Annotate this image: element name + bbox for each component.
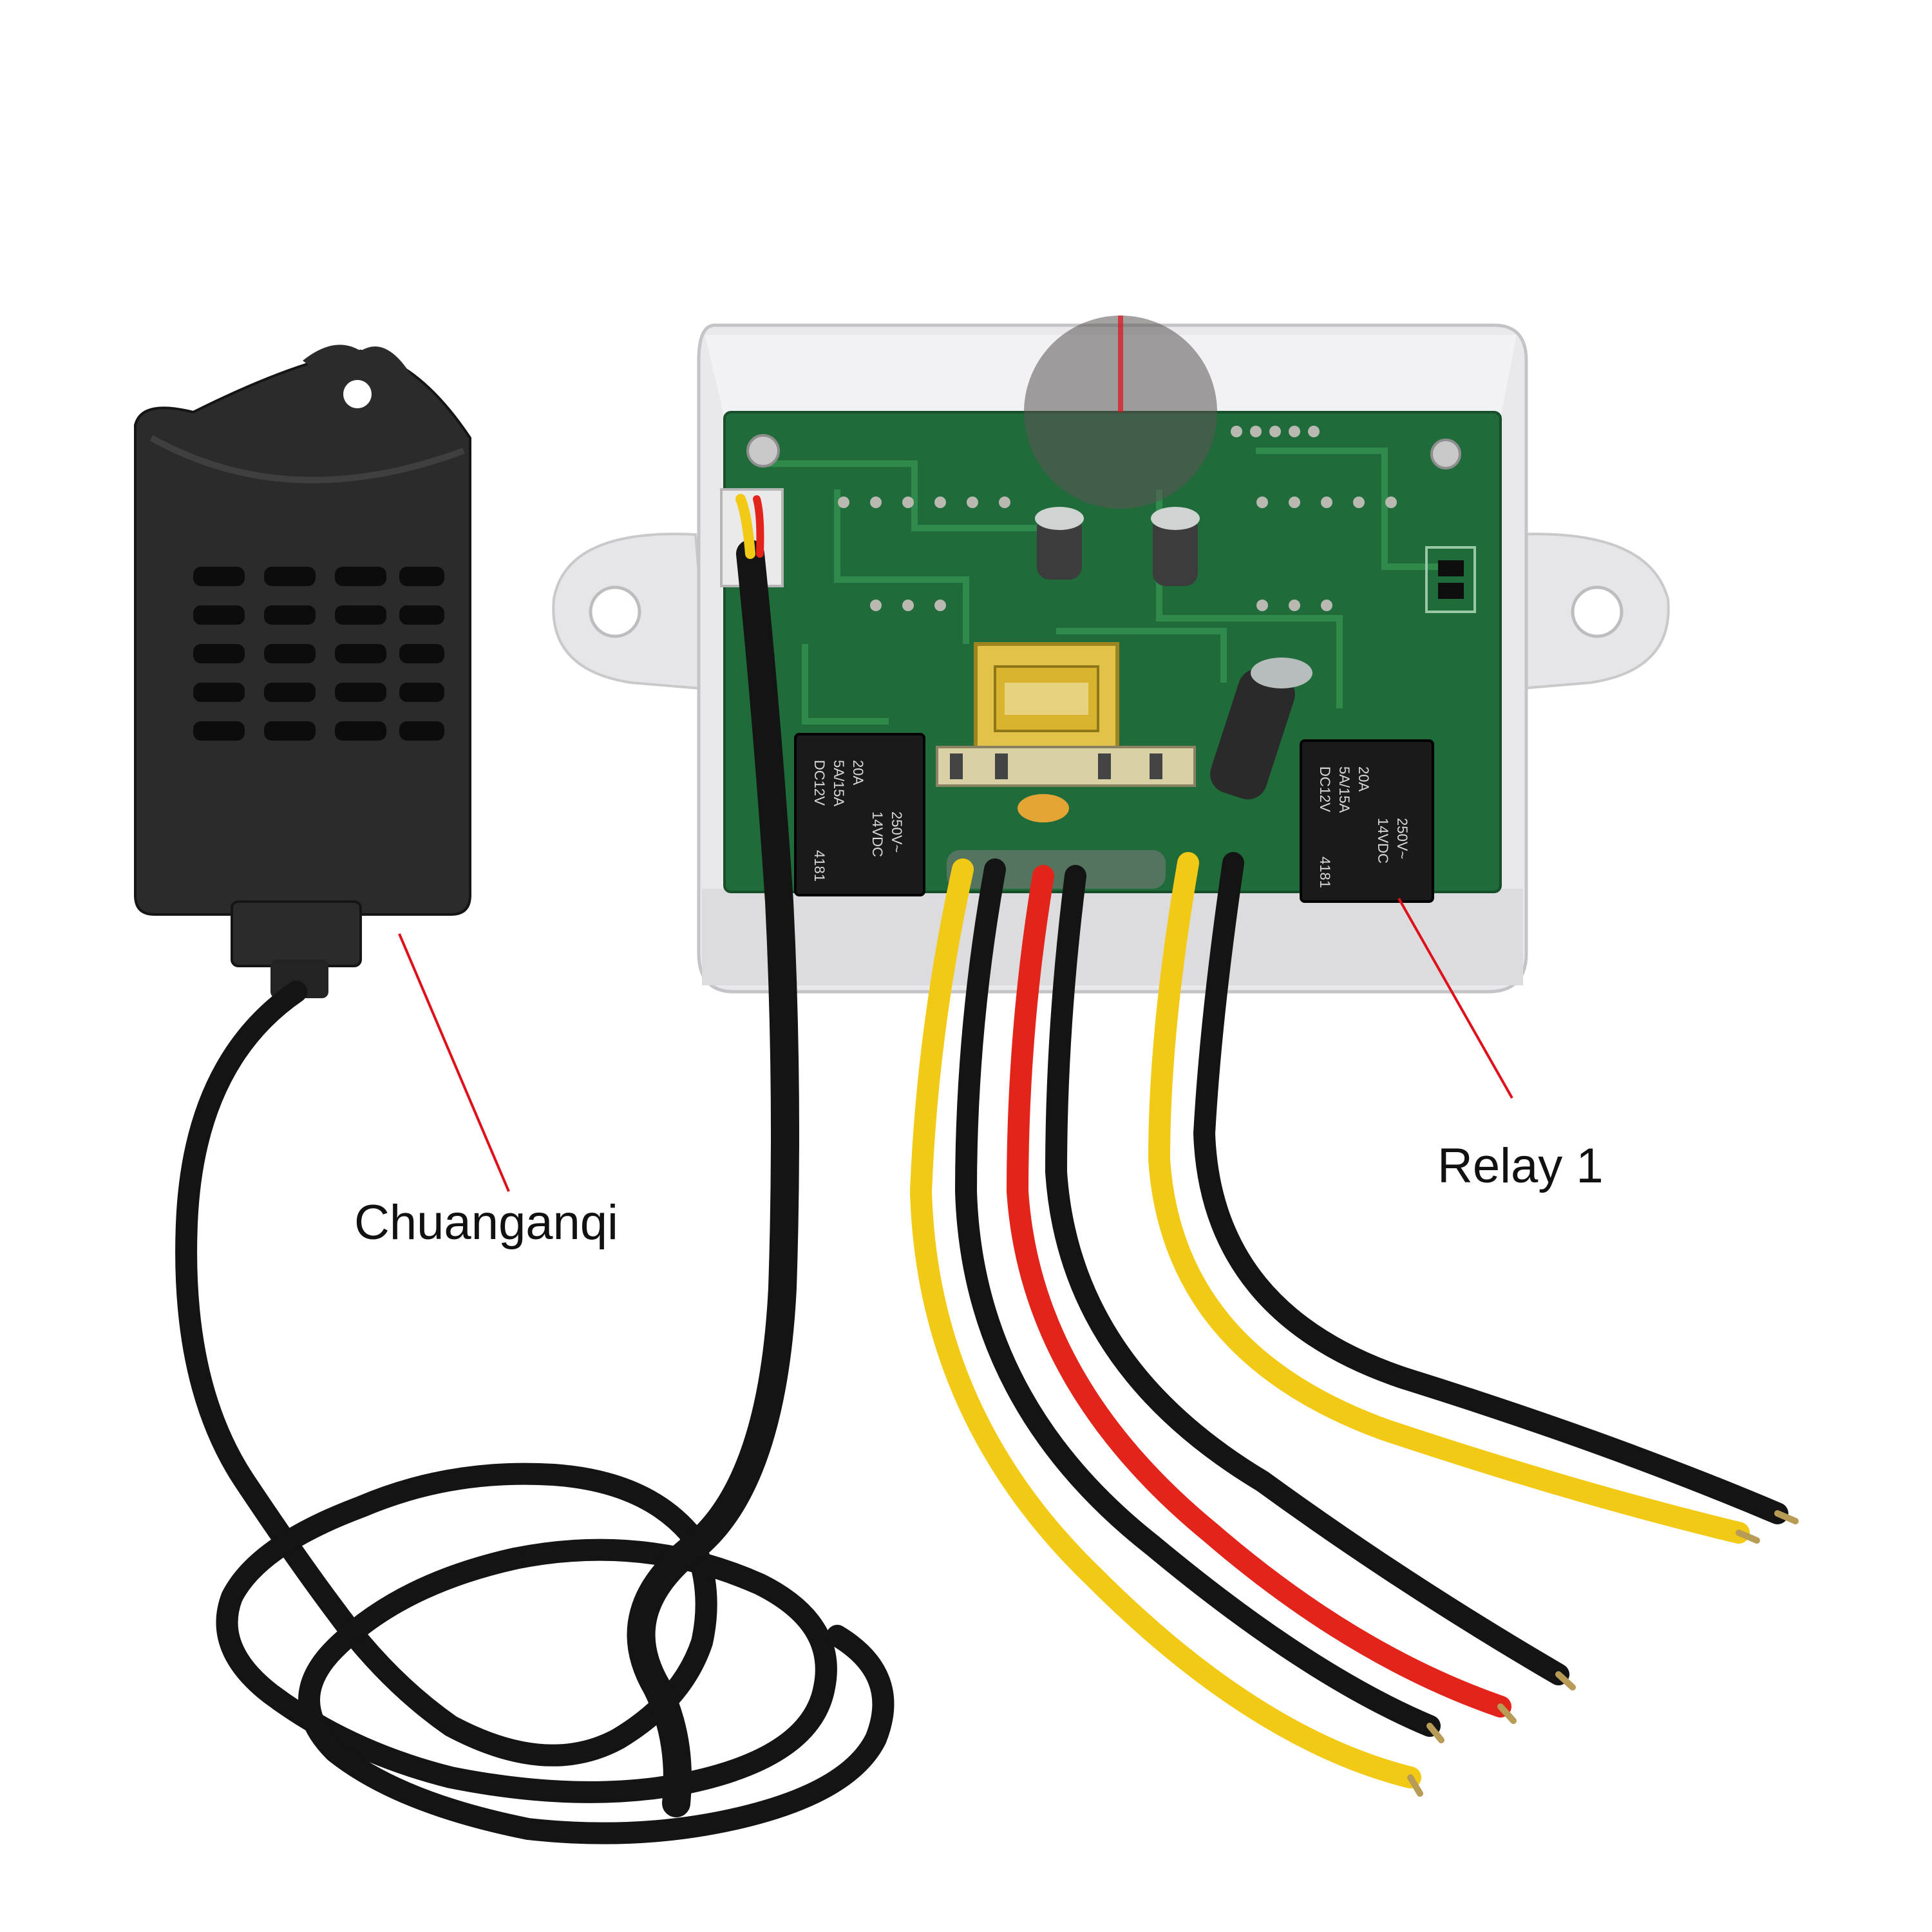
terminal-strip bbox=[936, 746, 1196, 822]
relay-left-marking-5: DC12V bbox=[811, 760, 828, 806]
relay-right-marking-3: 14VDC bbox=[1375, 818, 1391, 864]
wire-black-2 bbox=[1045, 865, 1569, 1685]
humidity-sensor-probe bbox=[134, 345, 471, 998]
callout-line-sensor bbox=[398, 933, 510, 1192]
sensor-lead-cable bbox=[627, 494, 799, 1817]
relay-right-marking-1: 20A bbox=[1356, 766, 1372, 791]
wire-yellow-2 bbox=[1148, 852, 1750, 1544]
large-capacitor bbox=[1210, 658, 1312, 800]
mounting-flange-right bbox=[1512, 533, 1670, 691]
wire-black-1 bbox=[954, 858, 1441, 1737]
relay-left-marking-3: 14VDC bbox=[869, 811, 886, 857]
relay-left-marking-1: 20A bbox=[850, 760, 866, 785]
wire-clamp bbox=[947, 850, 1166, 889]
relay-callout-label: Relay 1 bbox=[1437, 1139, 1604, 1193]
wire-red bbox=[1006, 865, 1511, 1718]
small-capacitor-right bbox=[1151, 507, 1200, 586]
relay-left: 20A 5A/15A DC12V 14VDC 250V~ 4181 bbox=[794, 733, 925, 896]
relay-right-marking-6: 4181 bbox=[1317, 857, 1333, 888]
relay-right-marking-4: 250V~ bbox=[1394, 818, 1410, 859]
relay-left-marking-6: 4181 bbox=[811, 850, 828, 882]
relay-left-marking-2: 5A/15A bbox=[831, 760, 847, 806]
small-capacitor-left bbox=[1035, 507, 1084, 580]
relay-left-marking-4: 250V~ bbox=[889, 811, 905, 853]
wire-bundle bbox=[909, 852, 1799, 1797]
transformer bbox=[974, 642, 1119, 755]
callout-line-relay bbox=[1397, 898, 1513, 1099]
relay-right-marking-2: 5A/15A bbox=[1336, 766, 1352, 813]
relay-right: 20A 5A/15A DC12V 14VDC 250V~ 4181 bbox=[1300, 739, 1434, 903]
wire-black-3 bbox=[1193, 852, 1788, 1524]
wire-yellow-1 bbox=[909, 858, 1421, 1788]
mounting-flange-left bbox=[552, 533, 710, 691]
relay-right-marking-5: DC12V bbox=[1317, 766, 1333, 812]
sensor-cable bbox=[175, 981, 895, 1844]
sensor-hanging-hole bbox=[343, 380, 372, 408]
blurred-area bbox=[1024, 316, 1217, 509]
sensor-callout-label: Chuanganqi bbox=[354, 1195, 618, 1250]
